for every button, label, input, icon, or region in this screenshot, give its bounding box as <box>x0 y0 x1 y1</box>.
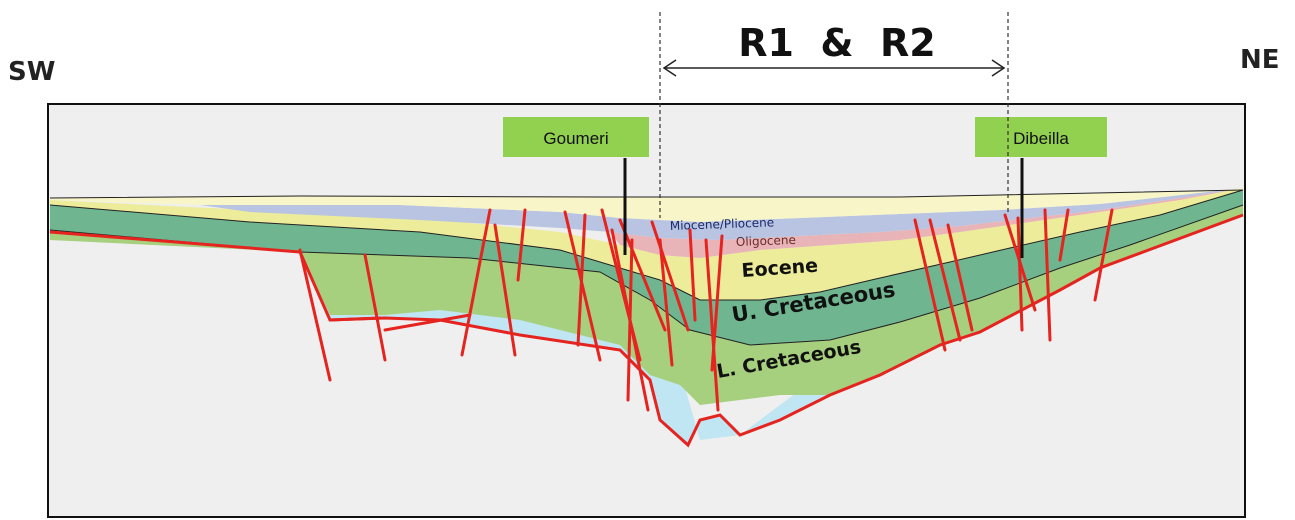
goumeri-well-label: Goumeri <box>543 129 608 148</box>
sw-label: SW <box>8 57 55 87</box>
range-label: R1 & R2 <box>738 21 935 65</box>
oligocene-label: Oligocene <box>736 233 796 249</box>
dibeilla-well-label: Dibeilla <box>1013 129 1069 148</box>
ne-label: NE <box>1240 45 1280 75</box>
fault <box>330 318 380 320</box>
